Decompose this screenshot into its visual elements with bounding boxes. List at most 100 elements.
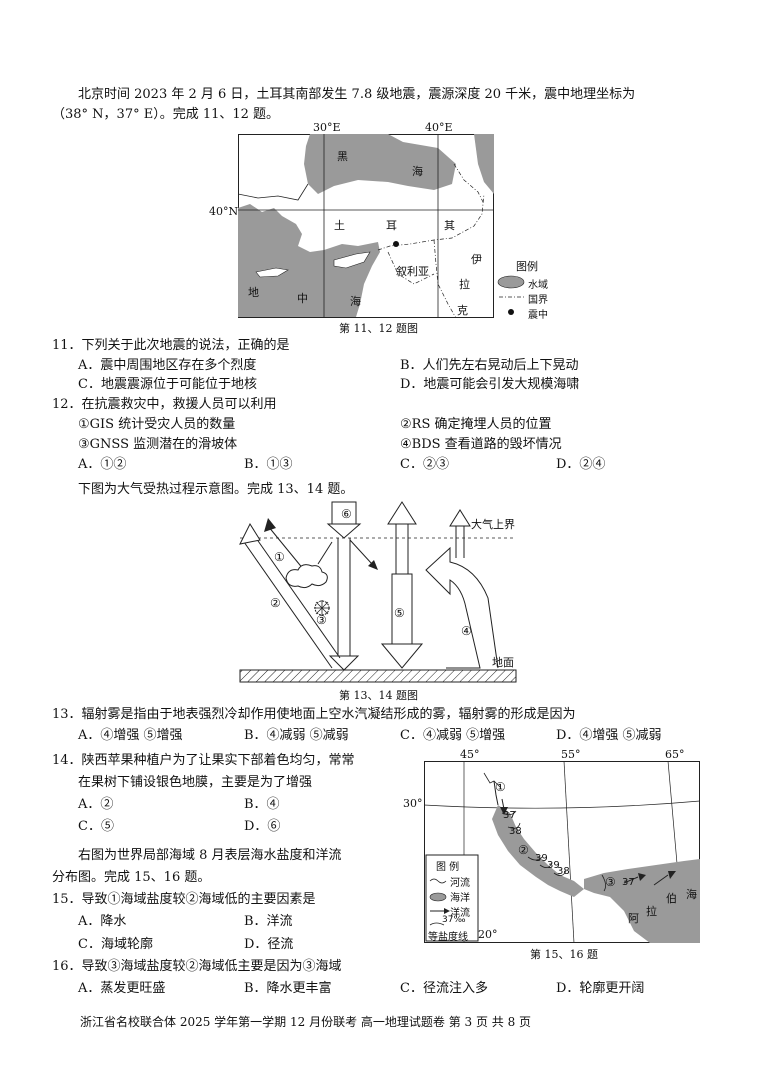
q14-option-d: D．⑥ [244, 819, 281, 834]
q16-option-c: C．径流注入多 [400, 981, 488, 996]
q12-option-d: D．②④ [556, 457, 606, 472]
map1-caption: 第 11、12 题图 [339, 322, 418, 335]
q11-option-c: C．地震震源位于可能位于地核 [78, 377, 257, 392]
map1-lat-40n: 40°N [209, 205, 239, 218]
map1-label-qi: 其 [444, 219, 455, 232]
q12-item-2: ②RS 确定掩埋人员的位置 [400, 417, 552, 432]
q12-item-3: ③GNSS 监测潜在的滑坡体 [78, 437, 238, 452]
map1-label-tu: 土 [334, 219, 345, 232]
map1-lon-40e: 40°E [425, 121, 453, 134]
diagram-caption: 第 13、14 题图 [339, 689, 418, 702]
q11-stem: 11．下列关于此次地震的说法，正确的是 [52, 338, 290, 353]
black-sea [304, 134, 456, 194]
map2-iso-38a: 38 [509, 826, 522, 837]
epicenter-dot [393, 241, 399, 247]
q13-option-d: D．④增强 ⑤减弱 [556, 728, 662, 743]
map1-label-yi: 伊 [471, 253, 482, 266]
q12-item-4: ④BDS 查看道路的毁坏情况 [400, 437, 562, 452]
map2-label-2: ② [518, 843, 529, 857]
page-footer: 浙江省名校联合体 2025 学年第一学期 12 月份联考 高一地理试题卷 第 3… [80, 1015, 532, 1029]
map2-legend-sea: 海洋 [450, 893, 470, 904]
ground-surface [239, 669, 517, 683]
map2-iso-37a: 37 [503, 810, 516, 821]
map1-lon-30e: 30°E [313, 121, 341, 134]
map1-label-er: 耳 [386, 219, 397, 232]
map2-iso-37b: 37 [622, 877, 635, 888]
q15-option-d: D．径流 [244, 937, 294, 952]
q12-option-c: C．②③ [400, 457, 449, 472]
diagram-label-1: ① [274, 550, 285, 564]
diagram-ground-label: 地面 [492, 656, 514, 669]
map1-label-la: 拉 [459, 278, 470, 291]
intro-15-16-line1: 右图为世界局部海域 8 月表层海水盐度和洋流 [78, 848, 342, 863]
arrow-4-shape [425, 546, 499, 669]
q12-item-1: ①GIS 统计受灾人员的数量 [78, 417, 236, 432]
q14-option-c: C．⑤ [78, 819, 114, 834]
diagram-label-2: ② [270, 596, 281, 610]
q12-stem: 12．在抗震救灾中，救援人员可以利用 [52, 397, 277, 412]
map2-lon-45: 45° [460, 748, 480, 761]
map2-caption: 第 15、16 题 [530, 948, 598, 961]
atmosphere-heating-diagram [239, 501, 517, 683]
intro-13-14: 下图为大气受热过程示意图。完成 13、14 题。 [78, 482, 354, 497]
q13-option-b: B．④减弱 ⑤减弱 [244, 728, 349, 743]
map2-lon-55: 55° [561, 748, 581, 761]
q13-stem: 13．辐射雾是指由于地表强烈冷却作用使地面上空水汽凝结形成的雾，辐射雾的形成是因… [52, 707, 576, 722]
map1-label-di: 地 [248, 286, 259, 299]
map2-label-hai: 海 [686, 888, 697, 901]
cyprus-island [333, 251, 371, 269]
map1-legend-title: 图例 [516, 260, 538, 273]
diagram-label-3: ③ [316, 613, 327, 627]
q11-option-b: B．人们先左右晃动后上下晃动 [400, 358, 579, 373]
q14-option-b: B．④ [244, 797, 280, 812]
q14-stem-line2: 在果树下铺设银色地膜，主要是为了增强 [78, 775, 313, 790]
caspian-edge [474, 134, 494, 194]
q14-stem-line1: 14．陕西苹果种植户为了让果实下部着色均匀，常常 [52, 753, 355, 768]
diagram-upper-bound: 大气上界 [471, 518, 515, 531]
map2-label-a: 阿 [628, 912, 639, 925]
map2-label-3: ③ [605, 875, 616, 889]
q15-option-b: B．洋流 [244, 914, 293, 929]
q11-option-a: A．震中周围地区存在多个烈度 [78, 358, 257, 373]
map1-label-hai2: 海 [350, 295, 361, 308]
q15-stem: 15．导致①海域盐度较②海域低的主要因素是 [52, 892, 316, 907]
arabian-sea [584, 859, 700, 943]
map2-legend-iso: 等盐度线 [428, 932, 468, 943]
diagram-label-6: ⑥ [341, 507, 352, 521]
map2-iso-39b: 39 [547, 860, 560, 871]
map2-legend-title: 图 例 [436, 862, 460, 873]
map1-legend-water: 水域 [528, 280, 548, 291]
q16-option-a: A．蒸发更旺盛 [78, 981, 166, 996]
q16-option-d: D．轮廓更开阔 [556, 981, 645, 996]
q15-option-c: C．海域轮廓 [78, 937, 153, 952]
map2-iso-38b: 38 [557, 866, 570, 877]
map1-legend-border: 国界 [528, 295, 548, 306]
q13-option-c: C．④减弱 ⑤增强 [400, 728, 506, 743]
scattering-symbol [314, 600, 330, 616]
map2-legend-current: 洋流 [450, 908, 470, 919]
map2-label-1: ① [495, 780, 506, 794]
q14-option-a: A．② [78, 797, 114, 812]
map1-label-syria: 叙利亚 [396, 265, 429, 278]
intro-15-16-line2: 分布图。完成 15、16 题。 [52, 870, 211, 885]
map2-legend-iso-val: 37‰ [442, 915, 466, 925]
mediterranean-sea [238, 204, 380, 317]
diagram-label-4: ④ [461, 624, 472, 638]
q11-option-d: D．地震可能会引发大规模海啸 [400, 377, 580, 392]
map1-legend-epicenter: 震中 [528, 310, 548, 321]
q12-option-b: B．①③ [244, 457, 293, 472]
map2-iso-39a: 39 [535, 853, 548, 864]
map1-label-ke: 克 [457, 304, 468, 317]
map2-label-la: 拉 [646, 905, 657, 918]
map1-label-hei: 黑 [337, 150, 348, 163]
map2-lon-65: 65° [665, 748, 685, 761]
turkey-earthquake-map [238, 134, 494, 318]
diagram-label-5: ⑤ [394, 606, 405, 620]
map1-label-zhong: 中 [297, 292, 308, 305]
q16-stem: 16．导致③海域盐度较②海域低主要是因为③海域 [52, 959, 342, 974]
q12-option-a: A．①② [78, 457, 127, 472]
q15-option-a: A．降水 [78, 914, 127, 929]
gulf-salinity-map [424, 761, 700, 943]
q16-option-b: B．降水更丰富 [244, 981, 332, 996]
map1-legend-symbols [497, 275, 525, 315]
